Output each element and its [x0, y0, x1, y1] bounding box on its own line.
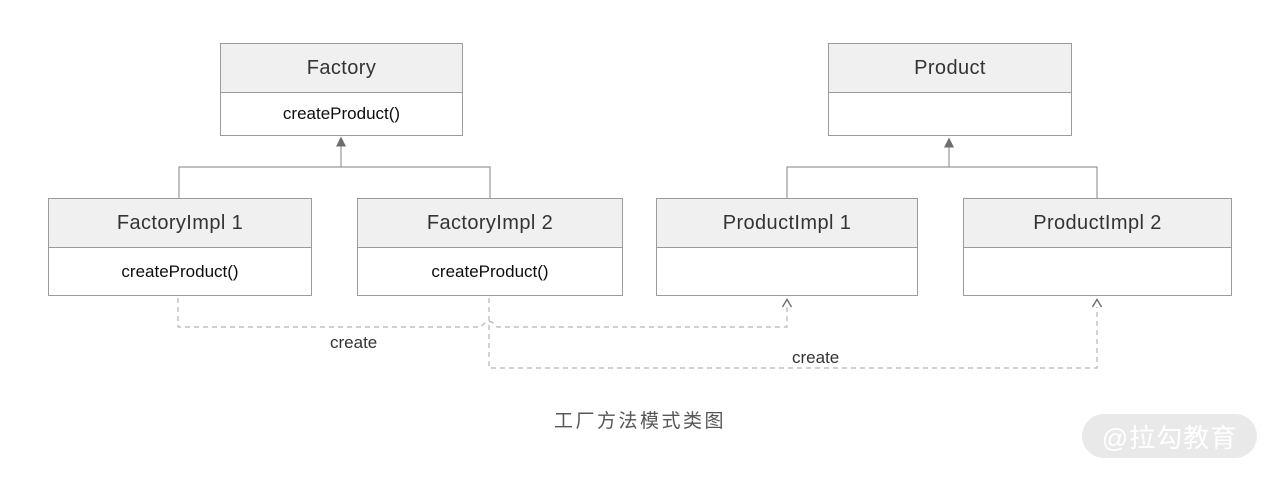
create-dependency-1-arrowhead-icon [781, 298, 793, 308]
diagram-caption: 工厂方法模式类图 [553, 411, 726, 432]
class-box-product-impl-2: ProductImpl 2 [963, 198, 1232, 296]
class-methods-empty-product-impl-1 [657, 248, 917, 295]
create-label-1: create [324, 333, 384, 352]
class-method-factory: createProduct() [282, 104, 401, 123]
class-box-product: Product [828, 43, 1072, 136]
create-dependency-1-line [177, 298, 788, 328]
factory-inheritance-arrowhead-icon [336, 136, 346, 147]
class-box-factory-impl-1: FactoryImpl 1 createProduct() [48, 198, 312, 296]
class-methods-empty-product-impl-2 [964, 248, 1231, 295]
class-box-product-impl-1: ProductImpl 1 [656, 198, 918, 296]
class-box-factory-impl-2: FactoryImpl 2 createProduct() [357, 198, 623, 296]
create-label-2: create [786, 348, 846, 367]
class-box-factory: Factory createProduct() [220, 43, 463, 136]
create-dependency-2-arrowhead-icon [1091, 298, 1103, 308]
class-methods-empty-product [829, 93, 1071, 135]
class-title-factory-impl-1: FactoryImpl 1 [49, 199, 311, 248]
product-inheritance-branch [786, 166, 1098, 198]
class-title-product: Product [829, 44, 1071, 93]
class-title-product-impl-2: ProductImpl 2 [964, 199, 1231, 248]
factory-inheritance-branch [178, 166, 491, 198]
class-title-factory-impl-2: FactoryImpl 2 [358, 199, 622, 248]
class-method-factory-impl-2: createProduct() [431, 261, 549, 281]
create-dependency-2-line [488, 298, 1098, 369]
class-title-factory: Factory [221, 44, 462, 93]
class-method-factory-impl-1: createProduct() [121, 261, 239, 281]
watermark-badge: @拉勾教育 [1082, 414, 1257, 458]
product-inheritance-arrowhead-icon [944, 137, 954, 148]
class-title-product-impl-1: ProductImpl 1 [657, 199, 917, 248]
